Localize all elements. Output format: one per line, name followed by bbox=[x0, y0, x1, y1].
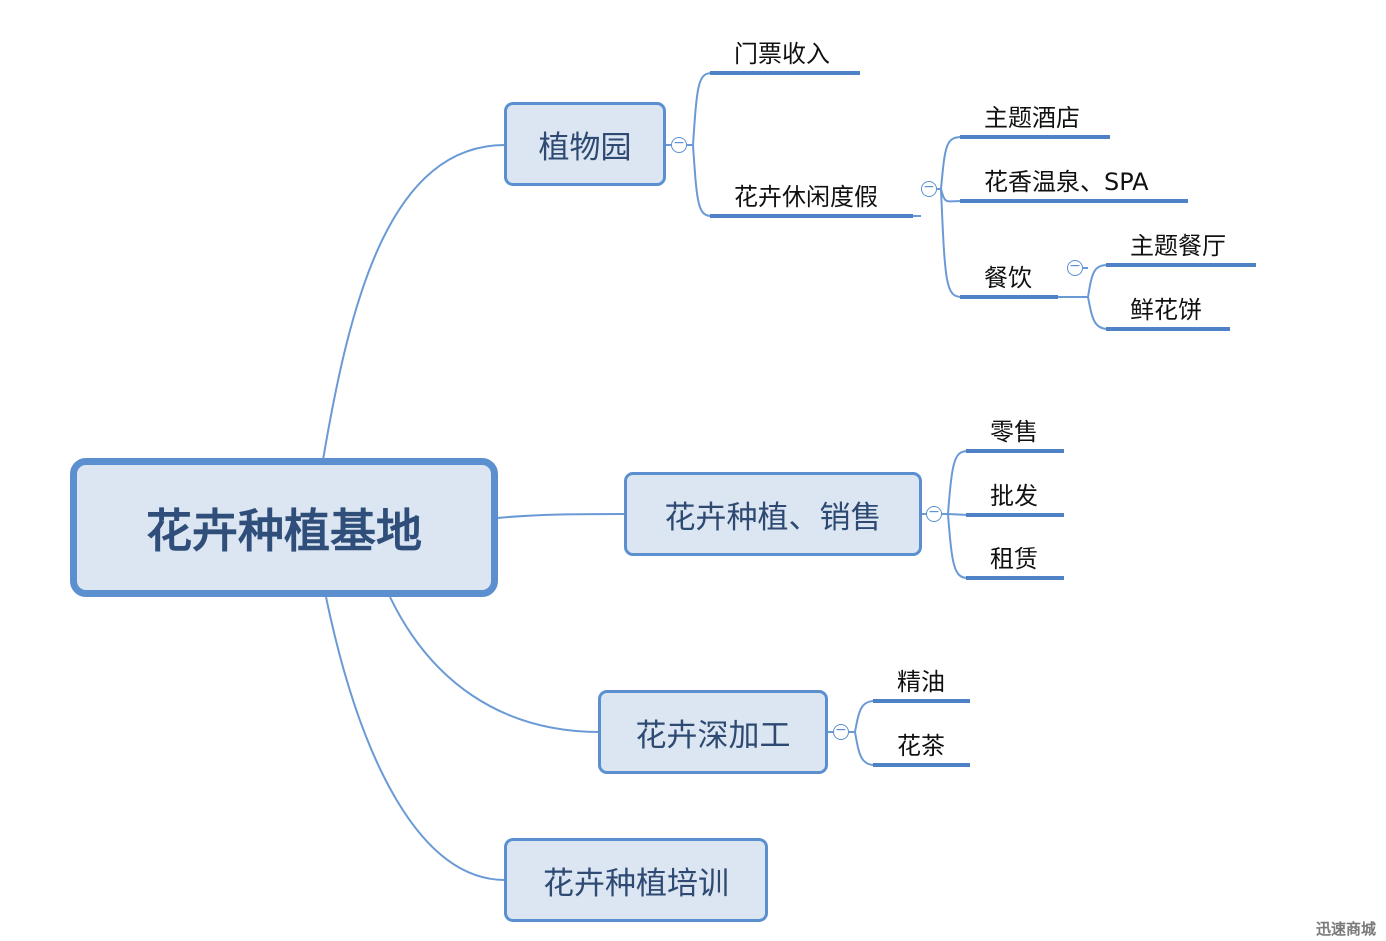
leaf-theme-restaurant[interactable]: 主题餐厅 bbox=[1106, 222, 1256, 267]
leaf-ticket-revenue[interactable]: 门票收入 bbox=[710, 30, 860, 75]
leaf-dining[interactable]: 餐饮 bbox=[960, 254, 1058, 299]
leaf-wholesale[interactable]: 批发 bbox=[966, 472, 1064, 517]
collapse-sales-toggle[interactable]: − bbox=[926, 505, 942, 522]
node-training[interactable]: 花卉种植培训 bbox=[504, 838, 768, 922]
node-botanical-garden[interactable]: 植物园 bbox=[504, 102, 666, 186]
root-label: 花卉种植基地 bbox=[146, 503, 422, 558]
connector-root-processing bbox=[389, 596, 601, 733]
leaf-flower-resort[interactable]: 花卉休闲度假 bbox=[710, 173, 913, 218]
connector-root-training bbox=[325, 596, 506, 881]
node-label: 花卉种植培训 bbox=[543, 865, 729, 902]
leaf-retail[interactable]: 零售 bbox=[966, 408, 1064, 453]
connector-to-hotel bbox=[940, 136, 963, 190]
node-label: 植物园 bbox=[538, 129, 632, 166]
leaf-flower-cake[interactable]: 鲜花饼 bbox=[1106, 286, 1230, 331]
collapse-dining-toggle[interactable]: − bbox=[1067, 259, 1083, 276]
connector-to-wholesale bbox=[947, 513, 969, 516]
leaf-essential-oil[interactable]: 精油 bbox=[873, 658, 970, 703]
leaf-hot-spring-spa[interactable]: 花香温泉、SPA bbox=[960, 158, 1188, 203]
connector-root-sales bbox=[496, 513, 627, 519]
connector-to-restaurant bbox=[1087, 264, 1109, 298]
connector-to-flower-cake bbox=[1087, 296, 1109, 330]
leaf-theme-hotel[interactable]: 主题酒店 bbox=[960, 94, 1110, 139]
node-label: 花卉深加工 bbox=[635, 717, 791, 754]
root-node[interactable]: 花卉种植基地 bbox=[70, 458, 498, 597]
collapse-botanical-toggle[interactable]: − bbox=[671, 136, 687, 153]
connector-to-dining bbox=[940, 188, 963, 298]
node-label: 花卉种植、销售 bbox=[664, 499, 882, 536]
connector-to-spa bbox=[940, 188, 963, 203]
collapse-resort-toggle[interactable]: − bbox=[921, 180, 937, 197]
connector-to-flower-tea bbox=[854, 731, 876, 766]
leaf-rental[interactable]: 租赁 bbox=[966, 535, 1064, 580]
connector-to-ticket bbox=[692, 72, 713, 146]
watermark: 迅速商城 bbox=[1315, 920, 1376, 938]
node-planting-sales[interactable]: 花卉种植、销售 bbox=[624, 472, 922, 556]
connector-root-botanical bbox=[322, 144, 506, 461]
node-processing[interactable]: 花卉深加工 bbox=[598, 690, 828, 774]
connector-to-rental bbox=[947, 513, 969, 579]
connector-to-essential-oil bbox=[854, 700, 876, 733]
collapse-processing-toggle[interactable]: − bbox=[833, 723, 849, 740]
connector-to-retail bbox=[947, 450, 969, 515]
connector-to-resort bbox=[692, 144, 713, 217]
leaf-flower-tea[interactable]: 花茶 bbox=[873, 722, 970, 767]
